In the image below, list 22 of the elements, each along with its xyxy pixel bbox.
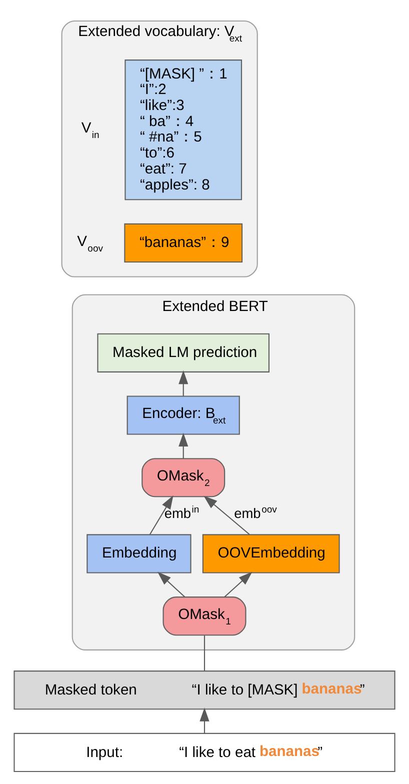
connector bbox=[204, 636, 206, 671]
node-box: OMask$_{2}$ bbox=[142, 458, 226, 498]
edge-label: emb$^{in}$ bbox=[164, 504, 200, 522]
node-box: Embedding bbox=[86, 534, 192, 574]
arrow bbox=[178, 432, 188, 458]
arrow bbox=[157, 572, 186, 598]
node-label: V$_{oov}$ bbox=[77, 234, 104, 254]
arrow bbox=[149, 495, 174, 535]
node-label: V$_{in}$ bbox=[81, 120, 100, 142]
node-box: Masked token “I like to [MASK] bananas” bbox=[14, 670, 396, 710]
arrow bbox=[178, 370, 188, 396]
node-box: “bananas”：9 bbox=[124, 223, 243, 262]
node-box: “[MASK] ”：1 “I”:2 “like”:3 “ ba”：4 “ #na”：5 “to”:6 “eat”: 7 “apples”: 8 bbox=[124, 60, 242, 200]
node-box: OOVEmbedding bbox=[202, 534, 340, 574]
arrow bbox=[224, 572, 252, 598]
node-box: OMask$_{1}$ bbox=[162, 596, 246, 636]
node-box: Encoder: B$_{ext}$ bbox=[126, 396, 240, 435]
arrow bbox=[204, 496, 250, 535]
arrow bbox=[200, 708, 210, 734]
edge-label: emb$^{oov}$ bbox=[234, 504, 277, 522]
node-box: Masked LM prediction bbox=[97, 333, 270, 372]
node-box: Input: “I like to eat bananas” bbox=[14, 732, 396, 772]
